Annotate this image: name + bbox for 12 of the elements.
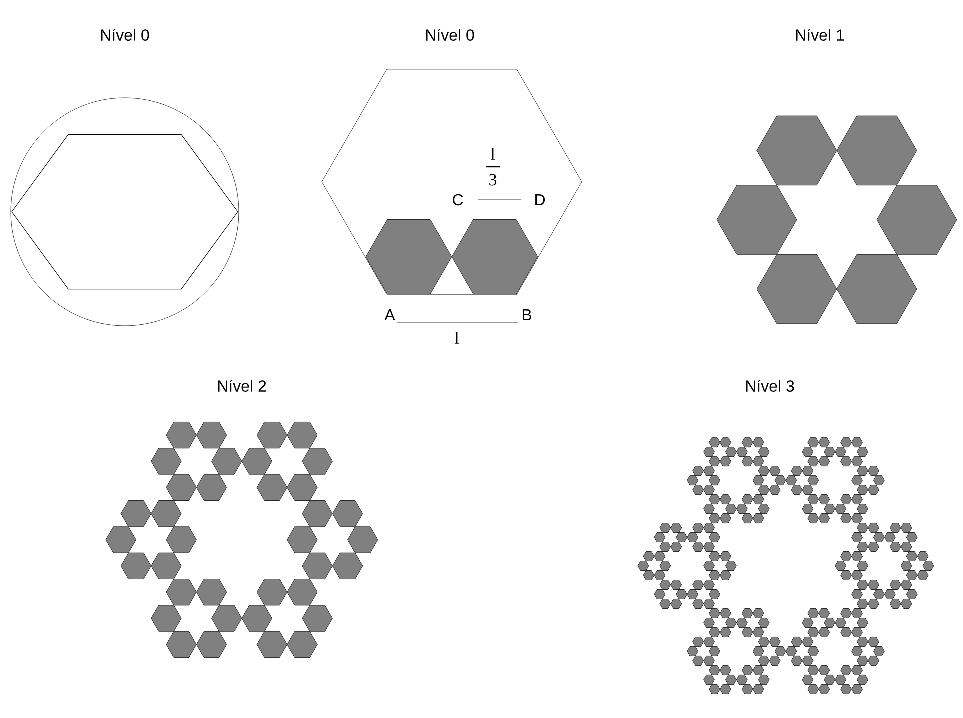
level-label: Nível 3 bbox=[746, 380, 794, 392]
point-label: B bbox=[523, 310, 532, 320]
level-label: Nível 2 bbox=[218, 380, 266, 392]
level-label: Nível 0 bbox=[426, 29, 474, 41]
dimension-label: l bbox=[491, 148, 496, 160]
point-label: D bbox=[536, 194, 546, 206]
level-label: Nível 1 bbox=[796, 29, 844, 41]
dimension-label: 3 bbox=[490, 174, 497, 186]
level-label: Nível 0 bbox=[101, 29, 150, 41]
dimension-label: l bbox=[455, 332, 460, 344]
point-label: C bbox=[453, 194, 464, 206]
point-label: A bbox=[384, 310, 396, 320]
